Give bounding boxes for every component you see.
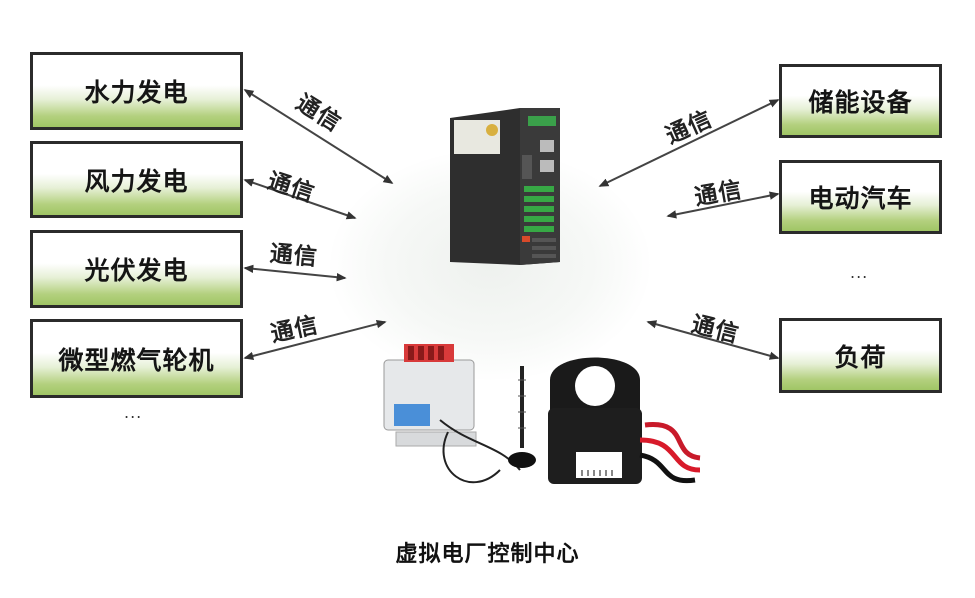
- more-loads-ellipsis: ...: [850, 263, 869, 282]
- node-label: 储能设备: [808, 88, 913, 117]
- gateway-device-icon: [450, 108, 560, 265]
- arrow-hydro: [243, 89, 394, 184]
- arrow-pv: [243, 264, 347, 282]
- node-load: 负荷: [779, 318, 942, 393]
- arrow-load: [646, 320, 780, 360]
- node-pv-power: 光伏发电: [30, 230, 243, 308]
- node-label: 光伏发电: [84, 256, 189, 285]
- node-label: 电动汽车: [808, 184, 913, 213]
- antenna-icon: [508, 366, 536, 468]
- more-sources-ellipsis: ...: [124, 403, 143, 422]
- node-energy-storage: 储能设备: [779, 64, 942, 138]
- arrow-turbine: [243, 320, 387, 360]
- node-label: 风力发电: [84, 166, 189, 196]
- current-transformer-icon: [548, 357, 701, 484]
- arrow-storage: [598, 99, 780, 187]
- node-label: 微型燃气轮机: [58, 345, 215, 375]
- energy-meter-icon: [383, 344, 521, 484]
- arrow-wind: [243, 178, 357, 220]
- node-label: 水力发电: [84, 78, 189, 107]
- node-label: 负荷: [834, 342, 887, 372]
- node-electric-vehicle: 电动汽车: [779, 160, 942, 234]
- arrow-ev: [666, 191, 780, 219]
- node-hydro-power: 水力发电: [30, 52, 243, 130]
- node-wind-power: 风力发电: [30, 141, 243, 218]
- node-micro-turbine: 微型燃气轮机: [30, 319, 243, 398]
- diagram-caption: 虚拟电厂控制中心: [395, 542, 580, 567]
